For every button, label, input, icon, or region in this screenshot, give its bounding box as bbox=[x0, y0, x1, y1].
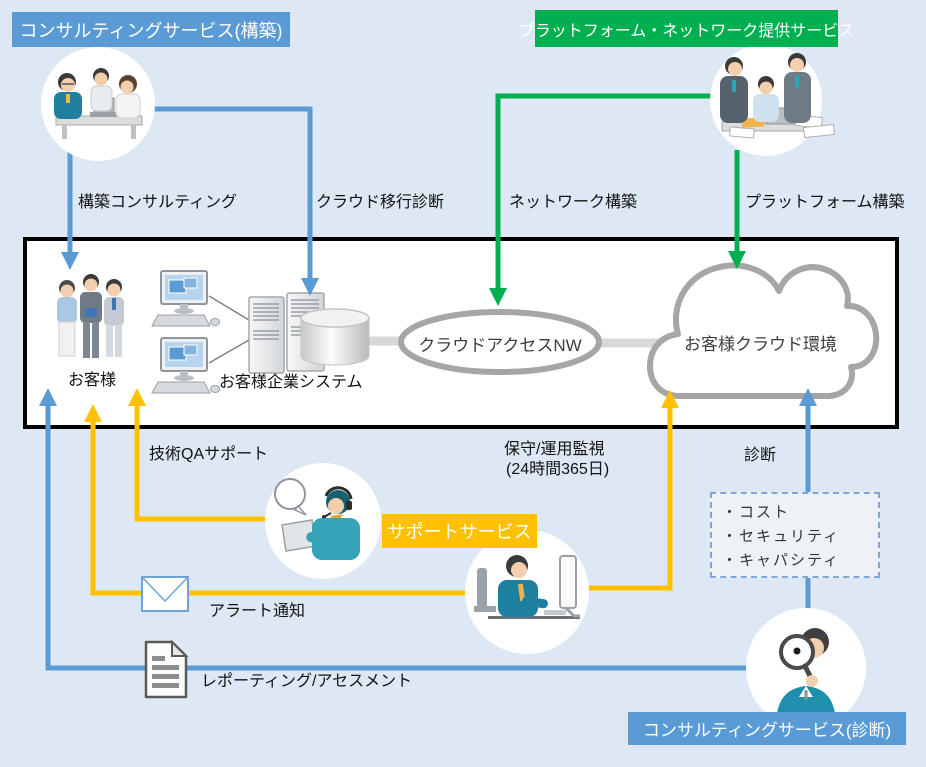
pc-terminal-icon bbox=[151, 270, 250, 394]
maintenance-monitoring-line2: (24時間365日) bbox=[506, 461, 610, 478]
arrow-alert-notification bbox=[84, 404, 470, 596]
service-label-consulting-diagnosis: コンサルティングサービス(診断) bbox=[628, 712, 906, 745]
magnifier-analyst-illustration bbox=[746, 608, 866, 728]
flow-label-diagnosis: 診断 bbox=[744, 447, 777, 464]
arrow-maintenance-monitoring bbox=[580, 390, 679, 591]
support-operator-illustration bbox=[265, 463, 381, 579]
customer-group-illustration bbox=[57, 274, 124, 358]
diagnosis-item-capacity: ・キャパシティ bbox=[722, 552, 841, 569]
service-label-platform-network: プラットフォーム・ネットワーク提供サービス bbox=[519, 10, 854, 47]
flow-label-cloud-migration-diagnosis: クラウド移行診断 bbox=[316, 194, 445, 211]
flow-label-alert-notification: アラート通知 bbox=[209, 603, 306, 620]
customer-cloud-shape bbox=[647, 262, 880, 399]
arrow-network-build bbox=[489, 93, 714, 306]
diagnosis-item-cost: ・コスト bbox=[722, 504, 791, 521]
envelope-icon bbox=[141, 576, 189, 612]
arrow-cloud-migration-diagnosis bbox=[150, 106, 319, 296]
arrow-reporting-assessment bbox=[39, 388, 752, 671]
flow-label-platform-build: プラットフォーム構築 bbox=[745, 194, 905, 211]
arrow-build-consulting bbox=[61, 150, 79, 270]
node-label-cloud-access-nw: クラウドアクセスNW bbox=[418, 336, 582, 355]
node-label-customer: お客様 bbox=[67, 372, 116, 389]
flow-label-build-consulting: 構築コンサルティング bbox=[78, 194, 238, 211]
document-icon bbox=[144, 639, 189, 699]
operations-engineer-illustration bbox=[465, 530, 589, 654]
maintenance-monitoring-line1: 保守/運用監視 bbox=[504, 441, 605, 458]
consulting-meeting-illustration bbox=[41, 47, 155, 161]
flow-label-network-build: ネットワーク構築 bbox=[509, 194, 638, 211]
node-label-customer-cloud-env: お客様クラウド環境 bbox=[684, 335, 837, 354]
flow-label-reporting-assessment: レポーティング/アセスメント bbox=[201, 673, 413, 690]
flow-label-maintenance-monitoring: 保守/運用監視 (24時間365日) bbox=[504, 440, 609, 480]
diagnosis-items-box: ・コスト ・セキュリティ ・キャパシティ bbox=[710, 492, 880, 578]
arrow-platform-build bbox=[728, 150, 746, 269]
service-label-consulting-build: コンサルティングサービス(構築) bbox=[12, 12, 290, 47]
node-label-customer-system: お客様企業システム bbox=[219, 374, 363, 391]
cloud-access-nw-ellipse bbox=[398, 309, 602, 375]
service-label-support: サポートサービス bbox=[382, 514, 537, 548]
flow-label-tech-qa-support: 技術QAサポート bbox=[149, 446, 269, 463]
platform-team-illustration bbox=[710, 44, 835, 156]
arrow-tech-qa-support bbox=[128, 388, 270, 522]
server-storage-icon bbox=[248, 292, 370, 374]
diagnosis-item-security: ・セキュリティ bbox=[722, 528, 841, 545]
